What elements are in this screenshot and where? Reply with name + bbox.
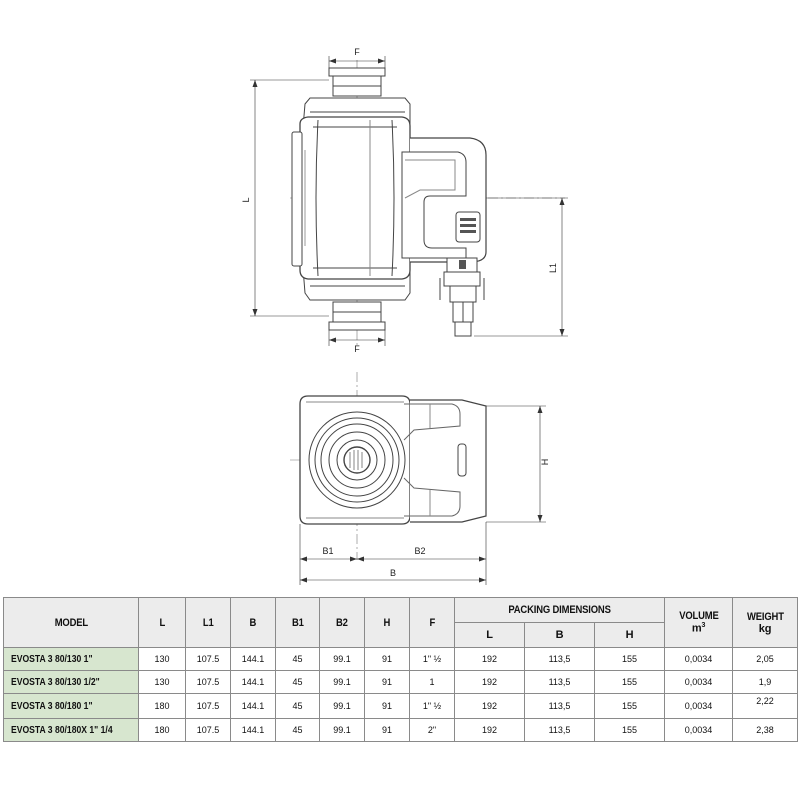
table-row: EVOSTA 3 80/130 1/2" 130 107.5 144.1 45 … <box>3 670 798 694</box>
cell-h: 91 <box>364 647 410 671</box>
cell-f: 2" <box>409 718 455 742</box>
front-view-dimensions <box>250 56 568 346</box>
header-weight: WEIGHT kg <box>732 597 798 648</box>
header-l: L <box>138 597 186 648</box>
cell-packing-h: 155 <box>594 718 665 742</box>
cell-b1: 45 <box>275 693 320 719</box>
weight-unit: kg <box>758 622 772 635</box>
cell-b2: 99.1 <box>319 670 365 694</box>
pump-front-view <box>290 60 565 345</box>
header-f: F <box>409 597 455 648</box>
header-packing-b: B <box>524 622 595 648</box>
header-packing-dimensions: PACKING DIMENSIONS <box>454 597 665 623</box>
cell-b2: 99.1 <box>319 718 365 742</box>
model-cell: EVOSTA 3 80/130 1/2" <box>3 670 139 694</box>
technical-drawing: F F L L1 H B1 B2 <box>241 47 568 585</box>
cell-l1: 107.5 <box>185 647 231 671</box>
cell-l: 180 <box>138 718 186 742</box>
dim-label-h: H <box>540 459 550 466</box>
header-model: MODEL <box>3 597 139 648</box>
header-b2: B2 <box>319 597 365 648</box>
cell-l1: 107.5 <box>185 718 231 742</box>
cell-weight: 2,05 <box>732 647 798 671</box>
cell-packing-l: 192 <box>454 693 525 719</box>
cell-f: 1" ½ <box>409 693 455 719</box>
cell-packing-l: 192 <box>454 670 525 694</box>
cell-weight: 2,38 <box>732 718 798 742</box>
cell-b: 144.1 <box>230 718 276 742</box>
dim-label-b: B <box>390 568 396 578</box>
model-cell: EVOSTA 3 80/130 1" <box>3 647 139 671</box>
table-row: EVOSTA 3 80/130 1" 130 107.5 144.1 45 99… <box>3 647 798 671</box>
dim-label-b1: B1 <box>322 546 333 556</box>
cell-packing-h: 155 <box>594 693 665 719</box>
cell-packing-b: 113,5 <box>524 647 595 671</box>
cell-h: 91 <box>364 718 410 742</box>
cell-volume: 0,0034 <box>664 693 733 719</box>
table-row: EVOSTA 3 80/180X 1" 1/4 180 107.5 144.1 … <box>3 718 798 742</box>
cell-b: 144.1 <box>230 647 276 671</box>
cell-b1: 45 <box>275 718 320 742</box>
top-view-dimensions <box>299 405 546 585</box>
cell-b1: 45 <box>275 647 320 671</box>
cell-f: 1" ½ <box>409 647 455 671</box>
cell-volume: 0,0034 <box>664 647 733 671</box>
cell-b: 144.1 <box>230 693 276 719</box>
cell-l: 130 <box>138 670 186 694</box>
cell-b: 144.1 <box>230 670 276 694</box>
cell-f: 1 <box>409 670 455 694</box>
volume-unit-exponent: 3 <box>701 622 706 630</box>
cell-packing-b: 113,5 <box>524 718 595 742</box>
cell-l1: 107.5 <box>185 693 231 719</box>
cell-packing-l: 192 <box>454 718 525 742</box>
cell-l: 180 <box>138 693 186 719</box>
dim-label-l1: L1 <box>548 263 558 273</box>
model-cell: EVOSTA 3 80/180 1" <box>3 693 139 719</box>
header-b: B <box>230 597 276 648</box>
cell-weight: 1,9 <box>732 670 798 694</box>
dim-label-f-bottom: F <box>354 344 360 354</box>
volume-unit: m <box>691 622 702 635</box>
cell-volume: 0,0034 <box>664 718 733 742</box>
cell-packing-b: 113,5 <box>524 693 595 719</box>
cell-packing-h: 155 <box>594 647 665 671</box>
header-b1: B1 <box>275 597 320 648</box>
cell-packing-b: 113,5 <box>524 670 595 694</box>
cell-l: 130 <box>138 647 186 671</box>
cell-packing-l: 192 <box>454 647 525 671</box>
cell-l1: 107.5 <box>185 670 231 694</box>
cell-b2: 99.1 <box>319 647 365 671</box>
pump-top-view <box>290 372 487 560</box>
header-l1: L1 <box>185 597 231 648</box>
cell-b2: 99.1 <box>319 693 365 719</box>
cell-weight: 2,22 <box>732 693 798 719</box>
header-packing-h: H <box>594 622 665 648</box>
dim-label-b2: B2 <box>414 546 425 556</box>
cell-h: 91 <box>364 693 410 719</box>
header-packing-l: L <box>454 622 525 648</box>
specifications-table: MODEL L L1 B B1 B2 H F PACKING DIMENSION… <box>3 597 798 742</box>
cell-h: 91 <box>364 670 410 694</box>
dim-label-l: L <box>241 197 251 202</box>
cell-b1: 45 <box>275 670 320 694</box>
cell-packing-h: 155 <box>594 670 665 694</box>
table-row: EVOSTA 3 80/180 1" 180 107.5 144.1 45 99… <box>3 693 798 719</box>
model-cell: EVOSTA 3 80/180X 1" 1/4 <box>3 718 139 742</box>
header-h: H <box>364 597 410 648</box>
cell-volume: 0,0034 <box>664 670 733 694</box>
header-volume: VOLUME m3 <box>664 597 733 648</box>
dim-label-f-top: F <box>354 47 360 57</box>
